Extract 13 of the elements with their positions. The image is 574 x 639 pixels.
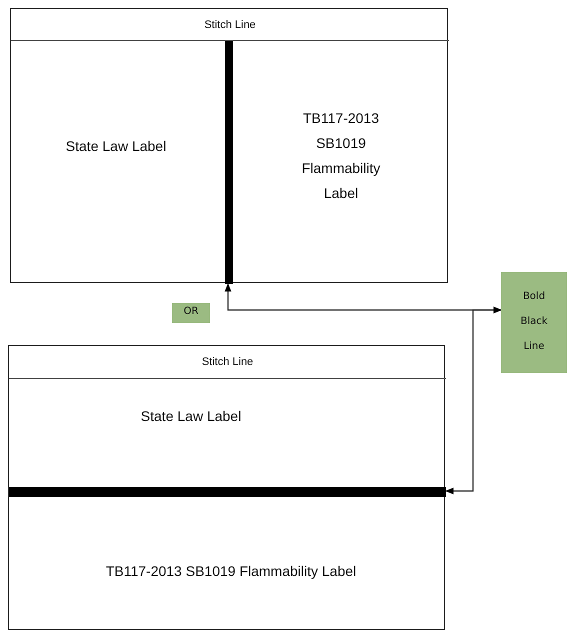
label-panel	[8, 345, 445, 630]
bold-line-bar	[9, 487, 446, 497]
stitch-line-strip: Stitch Line	[11, 9, 449, 41]
label-area: TB117-2013 SB1019 Flammability Label	[31, 551, 431, 591]
note-box: Bold Black Line	[501, 272, 567, 373]
label-area: State Law Label	[31, 396, 351, 436]
label-area: State Law Label	[21, 111, 211, 181]
note-box: OR	[172, 303, 210, 323]
bold-line-bar	[225, 41, 233, 284]
stitch-line-strip: Stitch Line	[9, 346, 446, 379]
label-panel	[10, 8, 448, 283]
label-area: TB117-2013 SB1019 Flammability Label	[291, 101, 391, 211]
arrow	[445, 306, 502, 494]
